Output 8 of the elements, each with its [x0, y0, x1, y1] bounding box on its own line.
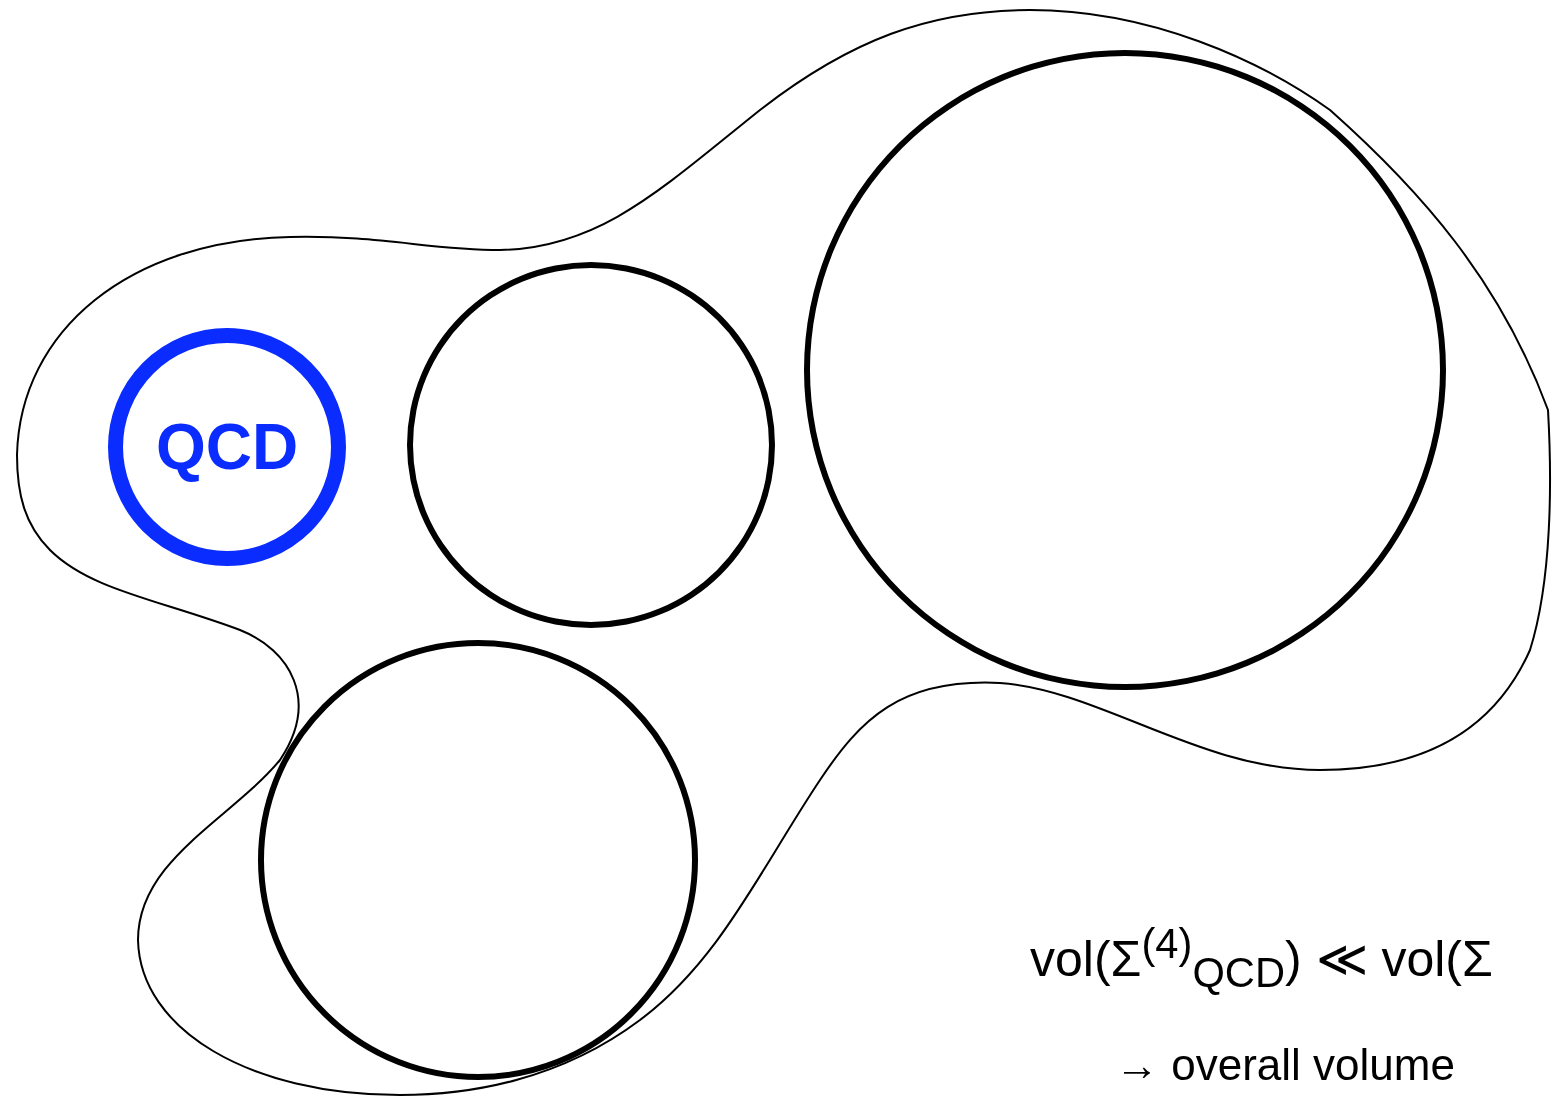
circle [258, 640, 698, 1080]
node-label: QCD [155, 410, 299, 484]
formula-text: vol(Σ$^{(4)}$$_{QCD}$) ≪ vol(Σ [1030, 920, 1493, 997]
blob-outline [14, 8, 1552, 1098]
circle [804, 50, 1446, 690]
note-text: → overall volume [1115, 1040, 1455, 1090]
circle-node [108, 328, 346, 566]
circle [407, 262, 775, 628]
